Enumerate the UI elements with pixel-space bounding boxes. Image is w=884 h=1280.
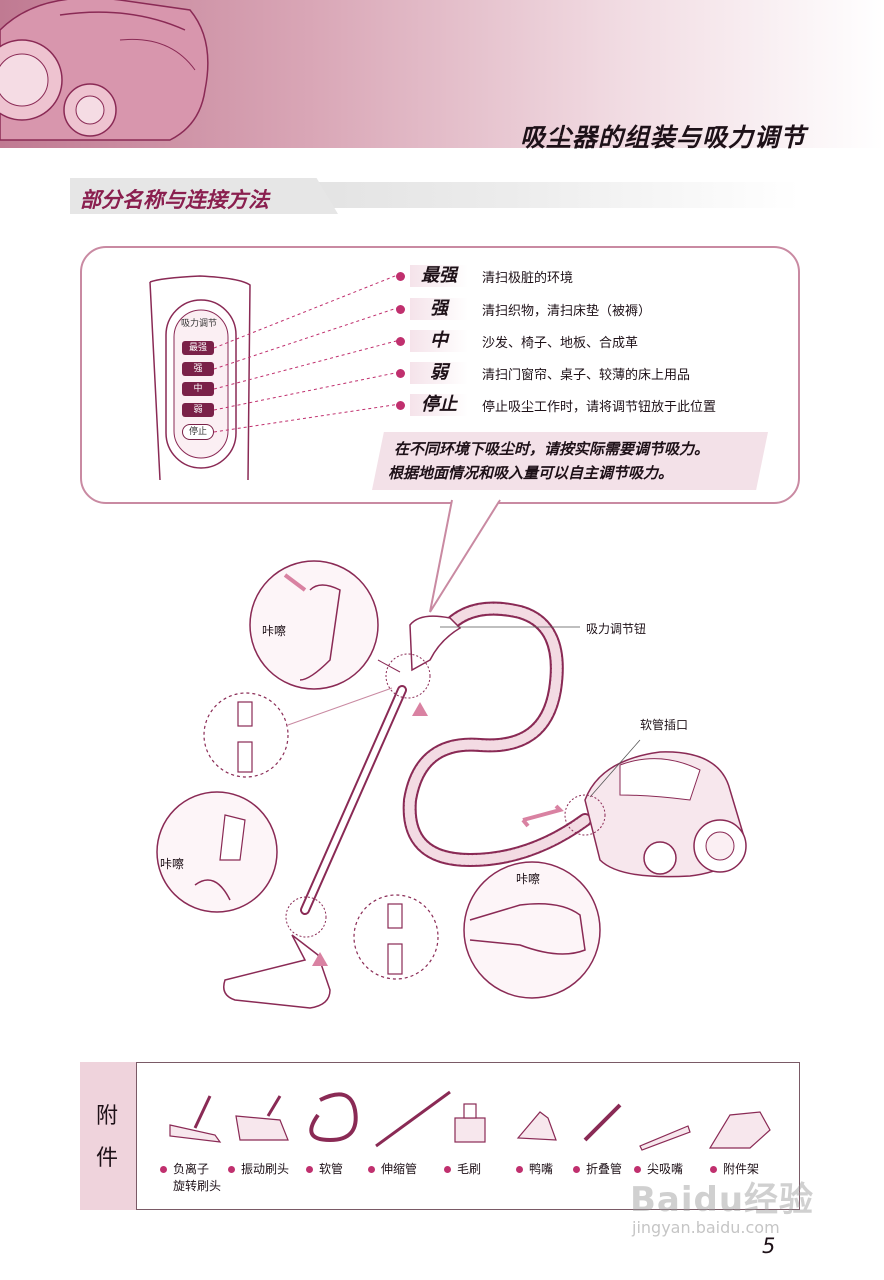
accessory-label: 伸缩管 (381, 1162, 418, 1176)
accessory-label: 软管 (319, 1162, 344, 1176)
bullet-icon (634, 1166, 641, 1173)
bullet-icon (160, 1166, 167, 1173)
accessories-title: 附 (96, 1104, 119, 1129)
switch-stop[interactable]: 停止 (182, 424, 214, 440)
level-description: 清扫极脏的环境 (482, 271, 574, 286)
watermark-url: jingyan.baidu.com (632, 1218, 780, 1237)
switch-weak[interactable]: 弱 (182, 403, 214, 417)
bullet-icon (573, 1166, 580, 1173)
level-name: 停止 (410, 394, 468, 416)
level-row: 强 清扫织物，清扫床垫（被褥） (396, 297, 796, 321)
section-tab (70, 178, 338, 214)
accessory-label: 折叠管 (586, 1162, 623, 1176)
accessory-item: 毛刷 (444, 1160, 481, 1177)
accessory-item: 鸭嘴 (516, 1160, 553, 1177)
vacuum-header-illustration (0, 0, 209, 141)
level-description: 清扫门窗帘、桌子、较薄的床上用品 (482, 368, 691, 383)
note-line: 在不同环境下吸尘时，请按实际需要调节吸力。 (394, 440, 710, 458)
switch-medium[interactable]: 中 (182, 382, 214, 396)
level-description: 停止吸尘工作时，请将调节钮放于此位置 (482, 400, 717, 415)
accessory-item: 折叠管 (573, 1160, 622, 1177)
click-label: 咔嚓 (160, 857, 185, 871)
accessory-item: 附件架 (710, 1160, 759, 1177)
accessories-side-tab (80, 1062, 137, 1210)
bullet-icon (396, 401, 405, 410)
page-number: 5 (762, 1234, 776, 1258)
bullet-icon (444, 1166, 451, 1173)
section-title: 部分名称与连接方法 (80, 188, 269, 212)
bullet-icon (306, 1166, 313, 1173)
level-row: 停止 停止吸尘工作时，请将调节钮放于此位置 (396, 393, 796, 417)
bullet-icon (516, 1166, 523, 1173)
switch-max[interactable]: 最强 (182, 341, 214, 355)
level-row: 最强 清扫极脏的环境 (396, 264, 796, 288)
accessory-label-line2: 旋转刷头 (173, 1179, 222, 1193)
accessory-label: 鸭嘴 (529, 1162, 554, 1176)
vacuum-assembly-illustration (156, 560, 747, 1009)
level-name: 中 (410, 330, 468, 352)
level-name: 弱 (410, 362, 468, 384)
accessory-label: 尖吸嘴 (647, 1162, 684, 1176)
hose-port-label: 软管插口 (640, 718, 689, 732)
accessory-item: 软管 (306, 1160, 343, 1177)
bullet-icon (368, 1166, 375, 1173)
note-line: 根据地面情况和吸入量可以自主调节吸力。 (388, 464, 674, 482)
note-box: 在不同环境下吸尘时，请按实际需要调节吸力。 根据地面情况和吸入量可以自主调节吸力… (372, 432, 768, 490)
accessory-label: 附件架 (723, 1162, 760, 1176)
bullet-icon (396, 369, 405, 378)
bullet-icon (396, 272, 405, 281)
accessory-label: 负离子 (173, 1162, 210, 1176)
accessory-label: 毛刷 (457, 1162, 482, 1176)
level-name: 最强 (410, 265, 468, 287)
level-name: 强 (410, 298, 468, 320)
accessory-item: 尖吸嘴 (634, 1160, 683, 1177)
level-row: 弱 清扫门窗帘、桌子、较薄的床上用品 (396, 361, 796, 385)
accessories-title: 件 (96, 1146, 119, 1171)
suction-knob-label: 吸力调节钮 (586, 622, 647, 636)
bullet-icon (396, 305, 405, 314)
level-row: 中 沙发、椅子、地板、合成革 (396, 329, 796, 353)
accessory-item: 负离子 旋转刷头 (160, 1160, 221, 1194)
watermark-logo: Baidu经验 (630, 1180, 815, 1220)
accessory-item: 振动刷头 (228, 1160, 289, 1177)
page-title: 吸尘器的组装与吸力调节 (519, 123, 806, 152)
bullet-icon (228, 1166, 235, 1173)
switch-title: 吸力调节 (181, 319, 218, 329)
click-label: 咔嚓 (516, 872, 541, 886)
accessory-item: 伸缩管 (368, 1160, 417, 1177)
bullet-icon (710, 1166, 717, 1173)
accessories-illustrations (169, 1090, 771, 1151)
section-header: 部分名称与连接方法 (70, 178, 800, 214)
switch-strong[interactable]: 强 (182, 362, 214, 376)
level-description: 沙发、椅子、地板、合成革 (482, 336, 639, 351)
level-description: 清扫织物，清扫床垫（被褥） (482, 304, 652, 319)
click-label: 咔嚓 (262, 624, 287, 638)
bullet-icon (396, 337, 405, 346)
accessory-label: 振动刷头 (241, 1162, 290, 1176)
